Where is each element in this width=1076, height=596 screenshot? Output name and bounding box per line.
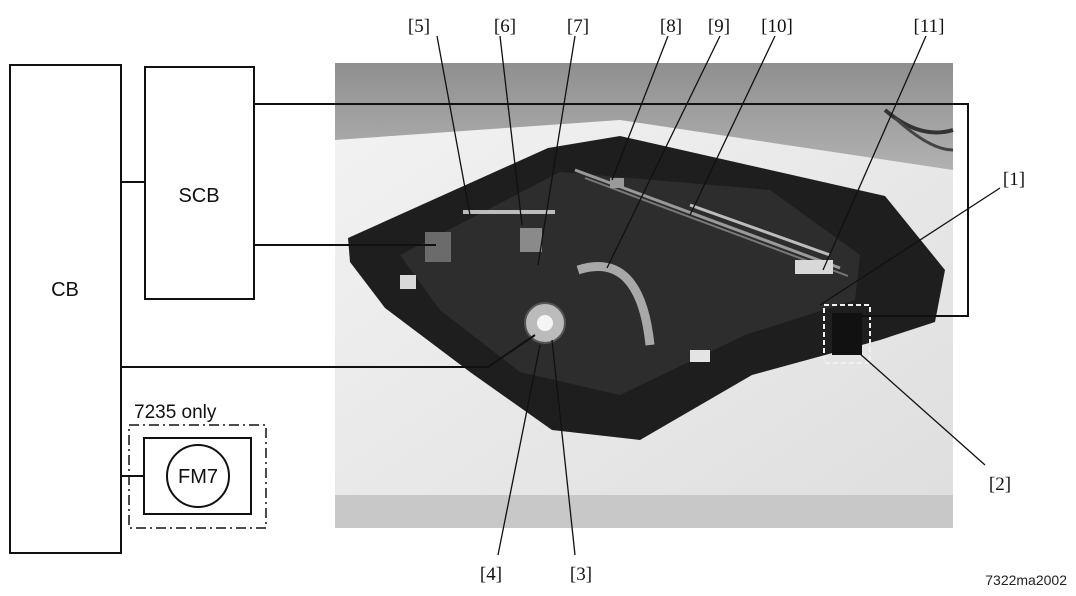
fm7-fan-icon — [166, 444, 230, 508]
callout-5: [5] — [408, 16, 430, 37]
unit-photo — [335, 63, 954, 528]
leader-lines — [436, 35, 1001, 556]
block-diagram: CB SCB 7235 only FM7 — [9, 64, 267, 554]
callout-labels: [1] [2] [3] [4] [5] [6] [7] [8] [9] [10]… — [408, 16, 1025, 585]
scb-block — [144, 66, 255, 300]
fm7-label: FM7 — [178, 466, 218, 488]
callout-8: [8] — [660, 16, 682, 37]
callout-6: [6] — [494, 16, 516, 37]
callout-10: [10] — [761, 16, 793, 37]
callout-9: [9] — [708, 16, 730, 37]
callout-7: [7] — [567, 16, 589, 37]
wiring — [121, 103, 969, 477]
callout-4: [4] — [480, 564, 502, 585]
callout-1: [1] — [1003, 169, 1025, 190]
option-note: 7235 only — [134, 402, 217, 423]
callout-11: [11] — [914, 16, 945, 37]
scb-label: SCB — [178, 185, 219, 207]
callout-3: [3] — [570, 564, 592, 585]
callout-2: [2] — [989, 474, 1011, 495]
document-code: 7322ma2002 — [985, 572, 1067, 588]
cb-block — [9, 64, 122, 554]
cb-label: CB — [51, 279, 79, 301]
